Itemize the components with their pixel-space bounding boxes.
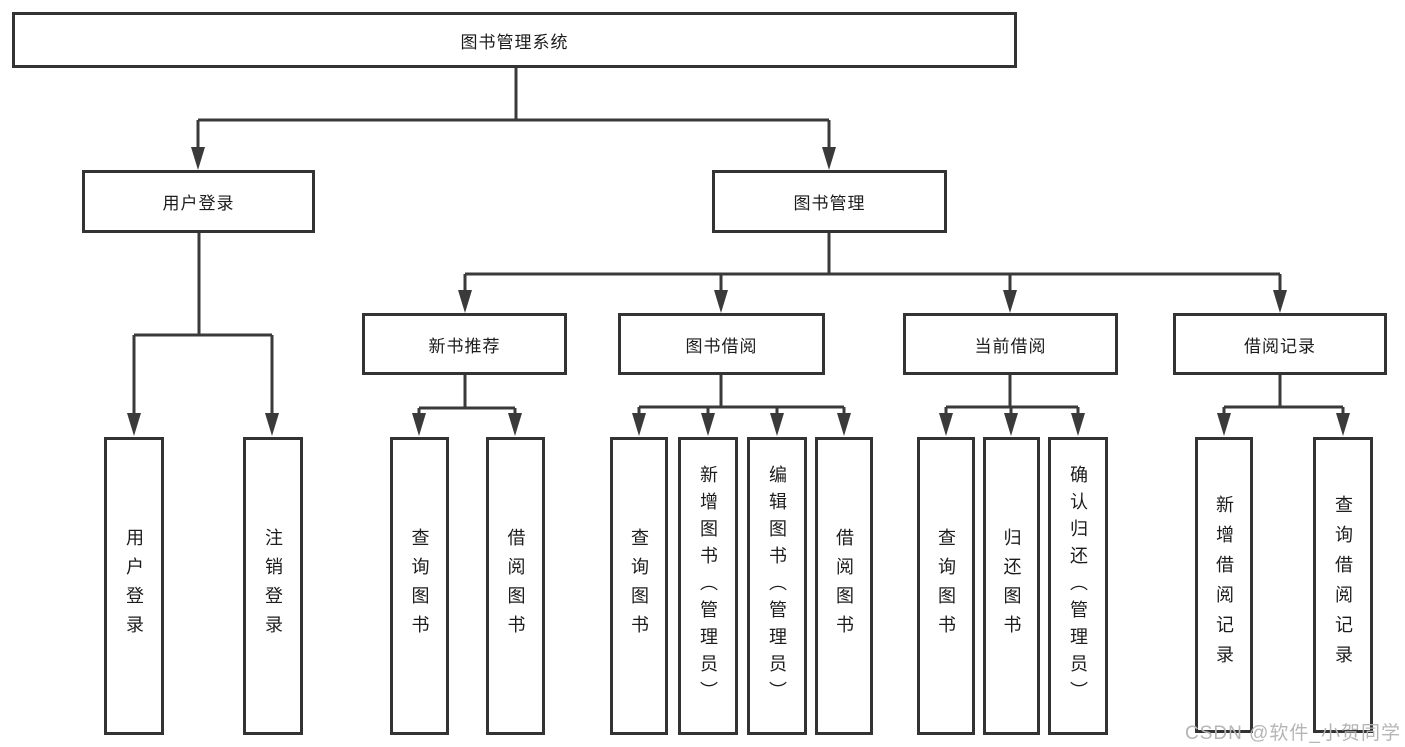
leaf-logout: 注销登录 [243,437,303,735]
node-label: 当前借阅 [974,336,1047,356]
node-label: 确认归还（管理员） [1068,464,1088,708]
node-borrowing-records: 借阅记录 [1173,313,1387,375]
node-label: 图书借阅 [685,336,758,356]
node-label: 借阅记录 [1244,336,1316,356]
node-label: 新增图书（管理员） [698,464,718,708]
node-label: 借阅图书 [505,528,526,644]
node-label: 新增借阅记录 [1214,495,1234,675]
node-label: 新书推荐 [428,336,501,356]
node-new-book-recommendation: 新书推荐 [362,313,567,375]
leaf-add-books-admin: 新增图书（管理员） [678,437,738,735]
node-current-borrowing: 当前借阅 [903,313,1118,375]
node-label: 用户登录 [124,528,144,644]
node-user-login: 用户登录 [82,170,315,233]
node-label: 查询图书 [936,528,956,644]
node-label: 图书管理 [793,194,866,213]
leaf-return-books: 归还图书 [983,437,1040,735]
leaf-borrow-books: 借阅图书 [815,437,873,735]
leaf-user-login: 用户登录 [104,437,164,735]
node-book-management: 图书管理 [712,170,947,233]
leaf-query-borrow-record: 查询借阅记录 [1313,437,1373,733]
node-label: 编辑图书（管理员） [767,464,787,708]
leaf-query-books-borrowing: 查询图书 [610,437,668,735]
node-label: 注销登录 [263,528,283,644]
leaf-borrow-books-recommend: 借阅图书 [486,437,545,735]
node-label: 归还图书 [1001,528,1022,644]
node-book-borrowing: 图书借阅 [618,313,825,375]
leaf-query-books-current: 查询图书 [917,437,975,735]
node-label: 查询图书 [409,528,430,644]
node-label: 查询借阅记录 [1333,495,1353,675]
node-library-management-system: 图书管理系统 [12,12,1017,68]
leaf-add-borrow-record: 新增借阅记录 [1195,437,1253,733]
leaf-query-books-recommend: 查询图书 [390,437,449,735]
node-label: 查询图书 [629,528,649,644]
node-label: 用户登录 [162,194,235,213]
node-label: 图书管理系统 [460,32,569,52]
leaf-edit-books-admin: 编辑图书（管理员） [747,437,807,735]
node-label: 借阅图书 [834,528,854,644]
leaf-confirm-return-admin: 确认归还（管理员） [1048,437,1108,735]
csdn-watermark: CSDN @软件_小贺同学 [1185,723,1401,744]
